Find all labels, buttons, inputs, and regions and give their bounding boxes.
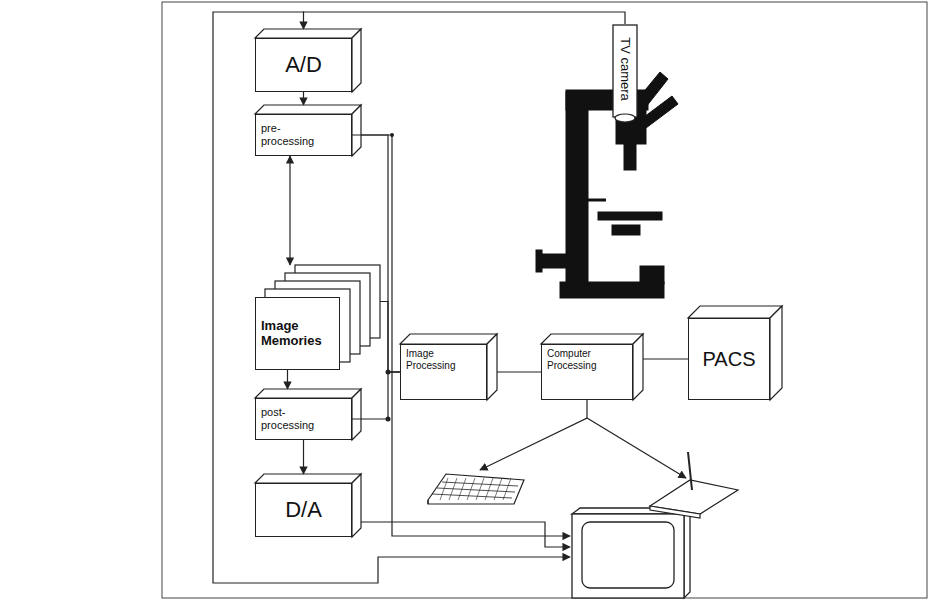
outer-frame	[162, 2, 927, 598]
box-side-face	[352, 389, 361, 440]
microscope-figure	[640, 96, 678, 128]
node-label: pre-processing	[261, 122, 323, 147]
tablet-figure	[650, 506, 700, 518]
signal-connector	[380, 302, 400, 373]
video-loop-wire	[213, 12, 570, 583]
memory-stack: Image Memories	[255, 297, 340, 370]
process-box: Computer Processing	[541, 344, 633, 400]
microscope-figure	[588, 199, 606, 202]
signal-connector	[643, 358, 688, 359]
signal-connector	[289, 156, 290, 265]
microscope-figure	[612, 225, 640, 235]
monitor-figure	[684, 508, 690, 598]
keyboard-keys	[485, 478, 493, 500]
node-label: D/A	[261, 497, 346, 522]
signal-connector	[497, 371, 541, 372]
node-label: Image Memories	[261, 319, 334, 349]
box-side-face	[487, 334, 497, 400]
monitor-figure	[572, 508, 690, 598]
box-side-face	[633, 334, 643, 400]
bus-dots	[390, 133, 394, 137]
microscope-figure	[640, 266, 664, 284]
camera-body	[613, 25, 637, 117]
keyboard-keys	[442, 482, 518, 486]
microscope-figure	[598, 212, 662, 220]
keyboard-keys	[458, 478, 466, 500]
box-top-face	[400, 334, 497, 344]
process-box: pre-processing	[255, 114, 352, 156]
node-label: A/D	[261, 52, 346, 77]
keyboard-keys	[503, 478, 511, 500]
keyboard-keys	[494, 478, 502, 500]
microscope-figure	[536, 250, 542, 272]
keyboard-figure	[428, 474, 524, 504]
monitor-figure	[582, 522, 674, 588]
keyboard-keys	[437, 488, 515, 492]
signal-connector	[287, 370, 288, 389]
box-side-face	[352, 105, 361, 156]
tablet-figure	[688, 452, 692, 490]
camera-lens	[615, 114, 635, 122]
box-top-face	[255, 29, 361, 38]
microscope-figure	[540, 254, 570, 268]
box-top-face	[688, 306, 782, 318]
keyboard-keys	[432, 494, 512, 498]
input-wire	[480, 400, 587, 470]
output-wire	[361, 522, 570, 547]
box-side-face	[352, 29, 361, 92]
keyboard-keys	[467, 478, 475, 500]
box-top-face	[255, 389, 361, 398]
keyboard-figure	[427, 500, 428, 504]
box-side-face	[770, 306, 782, 400]
node-label: PACS	[694, 348, 764, 371]
tablet-figure	[650, 452, 738, 518]
signal-connector	[303, 92, 304, 105]
signal-connector	[304, 12, 626, 29]
process-box: Image Processing	[400, 344, 487, 400]
converter-box: A/D	[255, 38, 352, 92]
microscope-figure	[624, 144, 636, 170]
keyboard-keys	[432, 478, 518, 500]
signal-connector	[303, 440, 304, 474]
camera-cylinder: TV camera	[612, 24, 638, 124]
converter-box: D/A	[255, 483, 352, 537]
box-side-face	[352, 474, 361, 537]
keyboard-keys	[449, 478, 457, 500]
node-label: Image Processing	[406, 348, 481, 371]
keyboard-figure	[428, 474, 524, 504]
box-top-face	[255, 105, 361, 114]
box-top-face	[255, 474, 361, 483]
signal-connector	[352, 372, 400, 419]
process-box: post-processing	[255, 398, 352, 440]
microscope-figure	[536, 72, 678, 298]
node-label: post-processing	[261, 406, 323, 431]
preview-wire	[352, 135, 570, 536]
monitor-figure	[572, 514, 684, 598]
box-top-face	[541, 334, 643, 344]
signal-connector	[352, 135, 400, 372]
keyboard-keys	[476, 478, 484, 500]
archive-box: PACS	[688, 318, 770, 400]
node-label: Computer Processing	[547, 348, 627, 371]
bus-dots	[386, 133, 395, 422]
node-label: TV camera	[618, 37, 633, 101]
input-wire	[587, 418, 686, 478]
keyboard-keys	[440, 478, 448, 500]
